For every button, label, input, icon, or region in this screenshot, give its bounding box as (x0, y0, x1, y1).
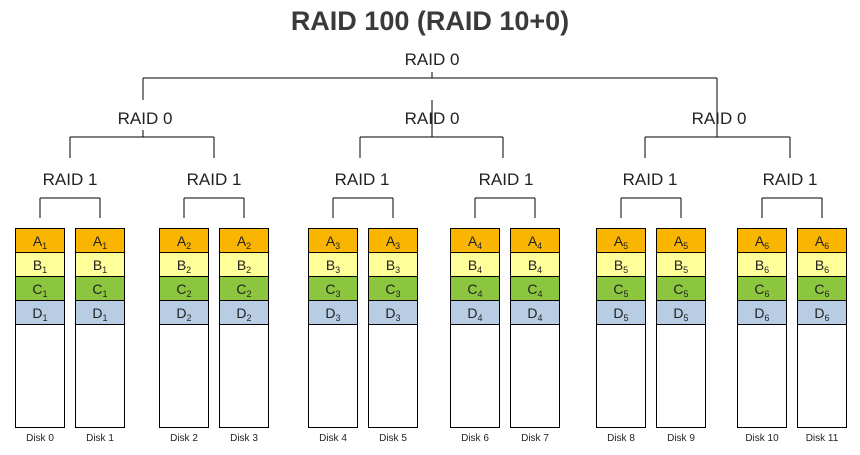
block-a-disk-11: A6 (798, 229, 846, 253)
block-a-disk-4: A3 (309, 229, 357, 253)
block-a-disk-0: A1 (16, 229, 64, 253)
raid1-label-3: RAID 1 (334, 170, 390, 189)
block-c-disk-11: C6 (798, 277, 846, 301)
raid0-mid-label-1: RAID 0 (117, 109, 173, 128)
block-b-disk-3: B2 (220, 253, 268, 277)
block-d-disk-8: D5 (597, 301, 645, 325)
block-d-disk-11: D6 (798, 301, 846, 325)
block-d-disk-1: D1 (76, 301, 124, 325)
block-d-disk-3: D2 (220, 301, 268, 325)
raid0-mid-label-3: RAID 0 (691, 109, 747, 128)
block-a-disk-5: A3 (369, 229, 417, 253)
block-d-disk-4: D3 (309, 301, 357, 325)
raid1-label-6: RAID 1 (762, 170, 818, 189)
block-b-disk-10: B6 (738, 253, 786, 277)
block-d-disk-7: D4 (511, 301, 559, 325)
block-d-disk-6: D4 (451, 301, 499, 325)
block-b-disk-5: B3 (369, 253, 417, 277)
raid1-label-4: RAID 1 (478, 170, 534, 189)
block-c-disk-2: C2 (160, 277, 208, 301)
block-c-disk-4: C3 (309, 277, 357, 301)
block-c-disk-0: C1 (16, 277, 64, 301)
block-c-disk-3: C2 (220, 277, 268, 301)
disk-label-5: Disk 5 (379, 433, 407, 444)
block-c-disk-7: C4 (511, 277, 559, 301)
block-c-disk-1: C1 (76, 277, 124, 301)
block-b-disk-8: B5 (597, 253, 645, 277)
raid1-label-2: RAID 1 (186, 170, 242, 189)
disk-label-8: Disk 8 (607, 433, 635, 444)
disk-label-0: Disk 0 (26, 433, 54, 444)
block-a-disk-8: A5 (597, 229, 645, 253)
diagram-title: RAID 100 (RAID 10+0) (290, 6, 570, 36)
block-b-disk-0: B1 (16, 253, 64, 277)
block-a-disk-3: A2 (220, 229, 268, 253)
block-d-disk-9: D5 (657, 301, 705, 325)
disk-label-6: Disk 6 (461, 433, 489, 444)
raid1-label-1: RAID 1 (42, 170, 98, 189)
block-b-disk-4: B3 (309, 253, 357, 277)
block-a-disk-9: A5 (657, 229, 705, 253)
block-d-disk-0: D1 (16, 301, 64, 325)
block-c-disk-10: C6 (738, 277, 786, 301)
block-d-disk-5: D3 (369, 301, 417, 325)
block-b-disk-9: B5 (657, 253, 705, 277)
raid0-mid-label-2: RAID 0 (404, 109, 460, 128)
disk-label-1: Disk 1 (86, 433, 114, 444)
disk-label-3: Disk 3 (230, 433, 258, 444)
block-d-disk-10: D6 (738, 301, 786, 325)
block-a-disk-6: A4 (451, 229, 499, 253)
block-c-disk-8: C5 (597, 277, 645, 301)
block-a-disk-2: A2 (160, 229, 208, 253)
block-b-disk-11: B6 (798, 253, 846, 277)
block-a-disk-10: A6 (738, 229, 786, 253)
block-a-disk-1: A1 (76, 229, 124, 253)
block-c-disk-9: C5 (657, 277, 705, 301)
block-b-disk-1: B1 (76, 253, 124, 277)
block-b-disk-7: B4 (511, 253, 559, 277)
disk-label-4: Disk 4 (319, 433, 347, 444)
disk-label-7: Disk 7 (521, 433, 549, 444)
raid1-label-5: RAID 1 (622, 170, 678, 189)
raid0-top-label: RAID 0 (404, 50, 460, 69)
disk-label-11: Disk 11 (805, 433, 839, 444)
block-b-disk-6: B4 (451, 253, 499, 277)
disk-label-2: Disk 2 (170, 433, 198, 444)
disk-label-10: Disk 10 (745, 433, 779, 444)
block-d-disk-2: D2 (160, 301, 208, 325)
block-a-disk-7: A4 (511, 229, 559, 253)
disk-label-9: Disk 9 (667, 433, 695, 444)
block-c-disk-5: C3 (369, 277, 417, 301)
block-b-disk-2: B2 (160, 253, 208, 277)
block-c-disk-6: C4 (451, 277, 499, 301)
